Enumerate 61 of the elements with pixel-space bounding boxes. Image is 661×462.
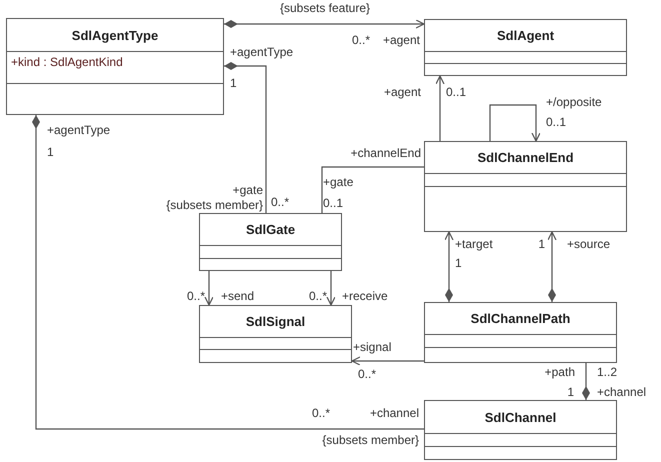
association-end-label: 0..* xyxy=(186,289,205,303)
association-line xyxy=(547,231,557,302)
association-end-label: {subsets member} xyxy=(322,433,419,447)
association-line xyxy=(489,104,541,142)
association-end-label: 0..1 xyxy=(446,85,466,99)
association-end-label: +signal xyxy=(353,340,392,354)
association-end-label: +agent xyxy=(384,85,421,99)
association-end-label: +gate xyxy=(232,183,263,197)
association-end-label: +channel xyxy=(370,406,419,420)
association-line xyxy=(224,19,425,29)
class-name: SdlGate xyxy=(246,222,296,237)
association-line xyxy=(435,75,445,141)
class-box xyxy=(424,302,617,363)
association-end-label: 0..* xyxy=(308,289,327,303)
association-line xyxy=(204,271,214,306)
association-end-label: +channelEnd xyxy=(350,146,421,160)
association-end-label: +send xyxy=(221,289,254,303)
class-box xyxy=(199,213,342,271)
association-line xyxy=(351,356,424,366)
association-end-label: +source xyxy=(567,237,610,251)
association-end-label: +receive xyxy=(342,289,388,303)
association-end-label: 0..1 xyxy=(323,196,344,210)
association-end-label: 0..* xyxy=(352,33,370,47)
association-end-label: 0..* xyxy=(312,406,330,420)
association-end-label: 1 xyxy=(567,385,574,399)
association-end-label: 1 xyxy=(230,76,237,90)
association-end-label: +/opposite xyxy=(546,95,602,109)
class-box xyxy=(199,305,352,363)
association-end-label: +channel xyxy=(597,385,646,399)
class-name: SdlSignal xyxy=(246,314,306,329)
association-end-label: 0..1 xyxy=(546,115,566,129)
association-line xyxy=(444,231,454,302)
association-end-label: +target xyxy=(455,237,493,251)
class-box xyxy=(6,18,224,115)
association-end-label: +agentType xyxy=(47,123,110,137)
association-end-label: 0..* xyxy=(271,195,290,209)
class-box xyxy=(424,19,627,76)
association-line xyxy=(326,271,336,306)
association-end-label: +path xyxy=(544,365,575,379)
association-end-label: 1 xyxy=(47,145,54,159)
class-name: SdlChannel xyxy=(484,410,556,424)
attribute-text: +kind : SdlAgentKind xyxy=(11,55,123,69)
class-box xyxy=(424,141,627,232)
association-end-label: 1..2 xyxy=(597,365,618,379)
class-name: SdlChannelEnd xyxy=(477,150,574,165)
association-end-label: +agentType xyxy=(230,45,294,59)
association-end-label: +gate xyxy=(323,175,354,189)
class-box xyxy=(424,400,617,460)
association-line xyxy=(321,166,424,213)
constraint-label: {subsets feature} xyxy=(280,1,370,15)
association-end-label: {subsets member} xyxy=(166,198,263,212)
association-end-label: 0..* xyxy=(358,367,376,381)
association-line xyxy=(32,115,424,430)
association-end-label: 1 xyxy=(538,237,545,251)
association-line xyxy=(582,363,590,400)
association-end-label: +agent xyxy=(382,33,420,47)
association-end-label: 1 xyxy=(455,256,462,270)
class-name: SdlAgentType xyxy=(72,28,158,42)
association-line xyxy=(224,62,267,213)
class-name: SdlChannelPath xyxy=(470,311,570,326)
class-name: SdlAgent xyxy=(496,28,554,43)
